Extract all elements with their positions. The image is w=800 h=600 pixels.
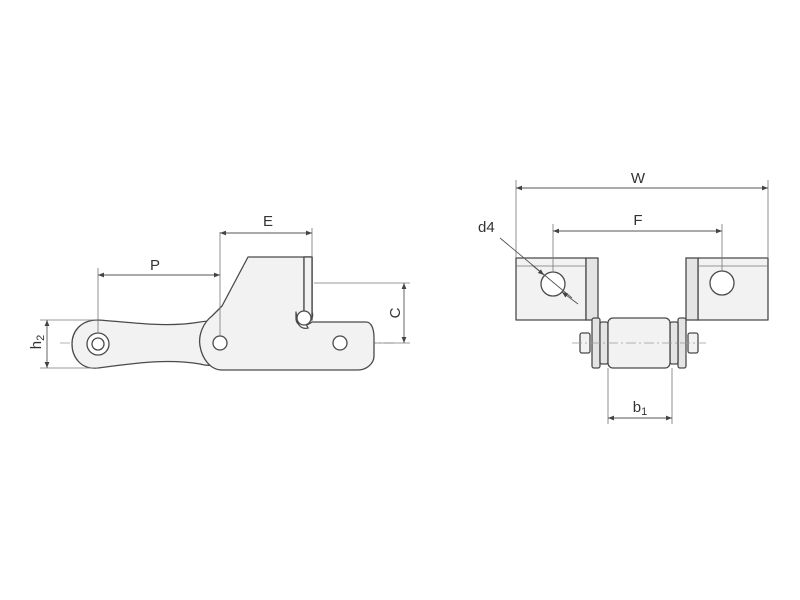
label-h2: h2	[28, 335, 47, 349]
label-f: F	[633, 212, 642, 229]
inner-link-plate	[71, 319, 223, 369]
attachment-plate	[198, 256, 375, 371]
label-h2-sub: 2	[35, 335, 47, 341]
dim-arrow-d4-bottom	[561, 291, 579, 305]
label-h2-main: h	[28, 341, 45, 349]
label-b1: b1	[633, 399, 647, 418]
label-e: E	[263, 213, 273, 230]
side-view: P E C h2	[28, 213, 410, 371]
slot-hole	[296, 310, 312, 326]
right-wing-hole	[709, 270, 735, 296]
svg-text:h2: h2	[28, 335, 47, 349]
dim-arrow-d4-top	[531, 264, 545, 276]
label-c: C	[387, 307, 404, 318]
label-w: W	[631, 170, 646, 187]
label-b1-main: b	[633, 399, 641, 416]
inner-link-pin	[91, 337, 105, 351]
right-wing-side	[685, 257, 699, 321]
label-d4: d4	[478, 219, 495, 236]
label-p: P	[150, 257, 160, 274]
attachment-hole-right	[332, 335, 348, 351]
attachment-hole-left	[212, 335, 228, 351]
label-b1-sub: 1	[641, 406, 647, 418]
front-view: W F d4 b1	[478, 170, 769, 424]
left-wing-side	[585, 257, 599, 321]
